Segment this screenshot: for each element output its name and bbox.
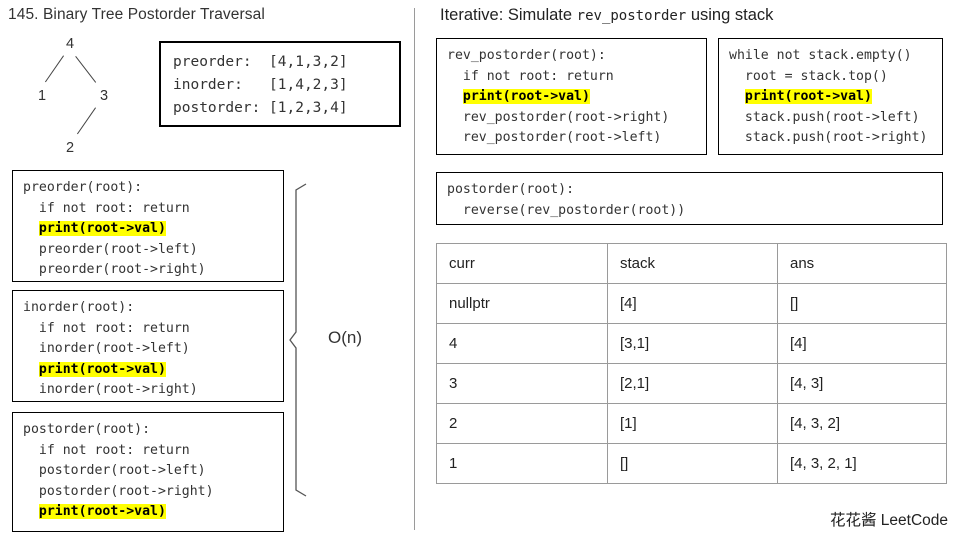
postorder-wrapper-code-body: postorder(root): reverse(rev_postorder(r…	[437, 173, 942, 221]
highlighted-print-statement: print(root->val)	[38, 361, 166, 377]
code-line: stack.push(root->left)	[729, 109, 920, 125]
tree-node: 2	[66, 140, 75, 156]
code-line: rev_postorder(root->right)	[447, 109, 670, 125]
page-title: 145. Binary Tree Postorder Traversal	[8, 6, 265, 23]
table-cell: [4]	[607, 283, 778, 324]
preorder-code-box: preorder(root): if not root: return prin…	[12, 170, 284, 282]
table-cell: []	[777, 283, 947, 324]
table-row: 1[][4, 3, 2, 1]	[436, 443, 947, 484]
tree-node: 3	[100, 88, 109, 104]
code-line: inorder(root->left)	[23, 341, 190, 356]
postorder-wrapper-code-box: postorder(root): reverse(rev_postorder(r…	[436, 172, 943, 225]
traversal-summary-text: preorder: [4,1,3,2] inorder: [1,4,2,3] p…	[173, 54, 348, 116]
code-line: reverse(rev_postorder(root))	[447, 202, 686, 218]
table-cell: [4, 3]	[777, 363, 947, 404]
inorder-code-box: inorder(root): if not root: return inord…	[12, 290, 284, 402]
code-line: inorder(root):	[23, 300, 135, 315]
tree-edge	[45, 55, 64, 82]
complexity-brace-group: O(n)	[288, 182, 388, 498]
table-row: 3[2,1][4, 3]	[436, 363, 947, 404]
traversal-summary-box: preorder: [4,1,3,2] inorder: [1,4,2,3] p…	[159, 41, 401, 127]
code-line: while not stack.empty()	[729, 48, 912, 63]
rev-postorder-code-box: rev_postorder(root): if not root: return…	[436, 38, 707, 155]
code-line: preorder(root->left)	[23, 241, 198, 257]
binary-tree-diagram: 4 1 3 2	[0, 26, 160, 166]
table-header-cell: curr	[436, 243, 608, 284]
footer-credit: 花花酱 LeetCode	[829, 512, 948, 529]
table-cell: [1]	[607, 403, 778, 444]
code-line: inorder(root->right)	[23, 382, 198, 397]
table-cell: [4]	[777, 323, 947, 364]
table-header-cell: stack	[607, 243, 778, 284]
code-line: print(root->val)	[447, 87, 706, 108]
tree-node: 1	[38, 88, 47, 104]
right-title-mono: rev_postorder	[576, 8, 687, 24]
code-line: print(root->val)	[23, 360, 283, 381]
highlighted-print-statement: print(root->val)	[38, 504, 166, 519]
table-cell: []	[607, 443, 778, 484]
curly-brace-icon	[289, 183, 307, 497]
postorder-code-box: postorder(root): if not root: return pos…	[12, 412, 284, 532]
table-cell: 4	[436, 323, 608, 364]
highlighted-print-statement: print(root->val)	[744, 89, 872, 104]
code-line: print(root->val)	[23, 502, 283, 523]
table-cell: [4, 3, 2]	[777, 403, 947, 444]
table-cell: [3,1]	[607, 323, 778, 364]
table-cell: [4, 3, 2, 1]	[777, 443, 947, 484]
code-line: if not root: return	[23, 442, 190, 458]
highlighted-print-statement: print(root->val)	[38, 221, 166, 236]
code-line: print(root->val)	[23, 219, 283, 240]
code-line: root = stack.top()	[729, 68, 888, 84]
code-line: postorder(root):	[23, 422, 151, 437]
code-line: rev_postorder(root->left)	[447, 130, 662, 145]
panel-divider	[414, 8, 415, 530]
table-cell: [2,1]	[607, 363, 778, 404]
code-line: preorder(root):	[23, 180, 143, 195]
code-line: if not root: return	[23, 200, 190, 216]
tree-edge	[75, 56, 96, 83]
tree-node: 4	[66, 36, 75, 52]
highlighted-print-statement: print(root->val)	[462, 89, 590, 104]
code-line: postorder(root->left)	[23, 463, 206, 478]
rev-postorder-code-body: rev_postorder(root): if not root: return…	[437, 39, 706, 149]
table-cell: nullptr	[436, 283, 608, 324]
complexity-label: O(n)	[328, 328, 362, 347]
code-line: stack.push(root->right)	[729, 130, 928, 145]
right-title-suffix: using stack	[690, 6, 774, 24]
right-title-prefix: Iterative: Simulate	[440, 6, 573, 24]
code-line: postorder(root->right)	[23, 483, 214, 499]
table-cell: 1	[436, 443, 608, 484]
preorder-code-body: preorder(root): if not root: return prin…	[13, 171, 283, 281]
table-cell: 3	[436, 363, 608, 404]
postorder-code-body: postorder(root): if not root: return pos…	[13, 413, 283, 523]
while-stack-code-body: while not stack.empty() root = stack.top…	[719, 39, 942, 149]
table-row: 4[3,1][4]	[436, 323, 947, 364]
table-row: nullptr[4][]	[436, 283, 947, 324]
table-cell: 2	[436, 403, 608, 444]
code-line: postorder(root):	[447, 182, 575, 197]
table-header-cell: ans	[777, 243, 947, 284]
code-line: rev_postorder(root):	[447, 48, 606, 63]
code-line: print(root->val)	[729, 87, 942, 108]
right-panel-title: Iterative: Simulate rev_postorder using …	[440, 6, 773, 25]
code-line: preorder(root->right)	[23, 262, 206, 277]
tree-edge	[77, 107, 96, 134]
while-stack-code-box: while not stack.empty() root = stack.top…	[718, 38, 943, 155]
table-row: 2[1][4, 3, 2]	[436, 403, 947, 444]
code-line: if not root: return	[447, 68, 614, 84]
code-line: if not root: return	[23, 320, 190, 336]
inorder-code-body: inorder(root): if not root: return inord…	[13, 291, 283, 401]
